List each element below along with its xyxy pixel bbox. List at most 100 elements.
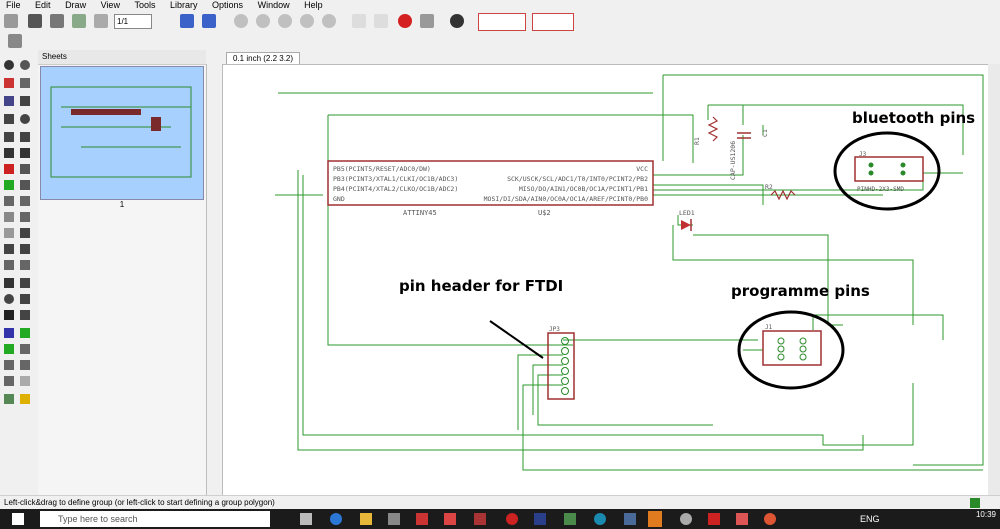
rotate-icon[interactable] <box>20 114 30 124</box>
app3-icon[interactable] <box>474 513 486 525</box>
bus-icon[interactable] <box>20 328 30 338</box>
mirror-icon[interactable] <box>4 114 14 124</box>
drc-ok-icon[interactable] <box>970 498 980 508</box>
pinswap-icon[interactable] <box>4 228 14 238</box>
sheet-thumbnail[interactable] <box>40 66 204 200</box>
select-icon[interactable] <box>4 96 14 106</box>
wrench-icon[interactable] <box>20 148 30 158</box>
app7-icon[interactable] <box>736 513 748 525</box>
bluetooth-header[interactable] <box>854 156 924 182</box>
capacitor-c1[interactable] <box>737 132 751 139</box>
value-icon[interactable] <box>4 244 14 254</box>
app4-icon[interactable] <box>564 513 576 525</box>
delete-icon[interactable] <box>4 148 14 158</box>
windows-start-icon[interactable] <box>12 513 24 525</box>
app2-icon[interactable] <box>444 513 456 525</box>
go-icon[interactable] <box>420 14 434 28</box>
attribute-icon[interactable] <box>4 360 14 370</box>
gate-icon[interactable] <box>4 180 14 190</box>
menu-file[interactable]: File <box>6 0 21 10</box>
undo-icon[interactable] <box>352 14 366 28</box>
opera-icon[interactable] <box>506 513 518 525</box>
zoom-fit-icon[interactable] <box>234 14 248 28</box>
taskbar-search[interactable]: Type here to search <box>40 511 270 527</box>
split-icon[interactable] <box>4 196 14 206</box>
cam-icon[interactable] <box>72 14 86 28</box>
resistor-r1[interactable] <box>707 116 719 142</box>
led-body[interactable] <box>681 220 691 230</box>
stop-icon[interactable] <box>398 14 412 28</box>
name-icon[interactable] <box>20 228 30 238</box>
schematic-canvas[interactable]: PB5(PCINT5/RESET/ADC0/DW) PB3(PCINT3/XTA… <box>222 64 990 497</box>
menu-options[interactable]: Options <box>212 0 244 10</box>
zoom-in-icon[interactable] <box>256 14 270 28</box>
wire-icon[interactable] <box>4 278 14 288</box>
smash-icon[interactable] <box>20 244 30 254</box>
taskbar-clock[interactable]: 10:39 <box>975 510 996 519</box>
zoom-redraw-icon[interactable] <box>300 14 314 28</box>
join-icon[interactable] <box>20 196 30 206</box>
text-icon[interactable] <box>20 278 30 288</box>
help-icon[interactable] <box>450 14 464 28</box>
sheet-select[interactable]: 1/1 <box>114 14 152 29</box>
programme-header[interactable] <box>762 330 822 366</box>
copy-icon[interactable] <box>4 132 14 142</box>
store-icon[interactable] <box>388 513 400 525</box>
eagle-icon[interactable] <box>708 513 720 525</box>
edge-icon[interactable] <box>330 513 342 525</box>
frame-icon[interactable] <box>4 376 14 386</box>
menu-help[interactable]: Help <box>304 0 323 10</box>
app5-icon[interactable] <box>624 513 636 525</box>
menu-library[interactable]: Library <box>170 0 198 10</box>
arduino-icon[interactable] <box>594 513 606 525</box>
app6-icon[interactable] <box>680 513 692 525</box>
print-icon[interactable] <box>50 14 64 28</box>
erc-icon[interactable] <box>4 394 14 404</box>
layer-icon[interactable] <box>4 78 14 88</box>
sheet-icon[interactable] <box>94 14 108 28</box>
route-icon[interactable] <box>20 260 30 270</box>
ftdi-header[interactable] <box>547 332 575 400</box>
vertical-scrollbar[interactable] <box>988 64 1000 495</box>
menu-view[interactable]: View <box>100 0 120 10</box>
optimize-icon[interactable] <box>4 260 14 270</box>
add-icon[interactable] <box>4 164 14 174</box>
polygon-icon[interactable] <box>20 310 30 320</box>
info-icon[interactable] <box>4 60 14 70</box>
mark-icon[interactable] <box>20 78 30 88</box>
net-icon[interactable] <box>4 328 14 338</box>
resistor-r2[interactable] <box>770 189 796 201</box>
chrome-icon[interactable] <box>764 513 776 525</box>
design-link-icon[interactable] <box>478 13 526 31</box>
arc-icon[interactable] <box>20 294 30 304</box>
redo-icon[interactable] <box>374 14 388 28</box>
label-icon[interactable] <box>20 344 30 354</box>
menu-edit[interactable]: Edit <box>35 0 51 10</box>
explorer-icon[interactable] <box>360 513 372 525</box>
fusion-icon[interactable] <box>648 511 662 527</box>
chip-body[interactable] <box>327 160 654 206</box>
paste-icon[interactable] <box>20 132 30 142</box>
save-icon[interactable] <box>28 14 42 28</box>
zoom-select-icon[interactable] <box>322 14 336 28</box>
menu-window[interactable]: Window <box>257 0 290 10</box>
eye-icon[interactable] <box>20 60 30 70</box>
circle-icon[interactable] <box>4 294 14 304</box>
element14-icon[interactable] <box>532 13 574 31</box>
menu-draw[interactable]: Draw <box>65 0 87 10</box>
grid-icon[interactable] <box>8 34 22 48</box>
change-icon[interactable] <box>20 212 30 222</box>
junction-icon[interactable] <box>4 344 14 354</box>
zoom-out-icon[interactable] <box>278 14 292 28</box>
app1-icon[interactable] <box>416 513 428 525</box>
tab-grid-info[interactable]: 0.1 inch (2.2 3.2) <box>226 52 301 65</box>
replace-icon[interactable] <box>20 164 30 174</box>
board-icon[interactable] <box>202 14 216 28</box>
invoke-icon[interactable] <box>20 180 30 190</box>
sch-icon[interactable] <box>180 14 194 28</box>
task-view-icon[interactable] <box>300 513 312 525</box>
move-icon[interactable] <box>20 96 30 106</box>
rect-icon[interactable] <box>4 310 14 320</box>
open-icon[interactable] <box>4 14 18 28</box>
menu-tools[interactable]: Tools <box>134 0 156 10</box>
